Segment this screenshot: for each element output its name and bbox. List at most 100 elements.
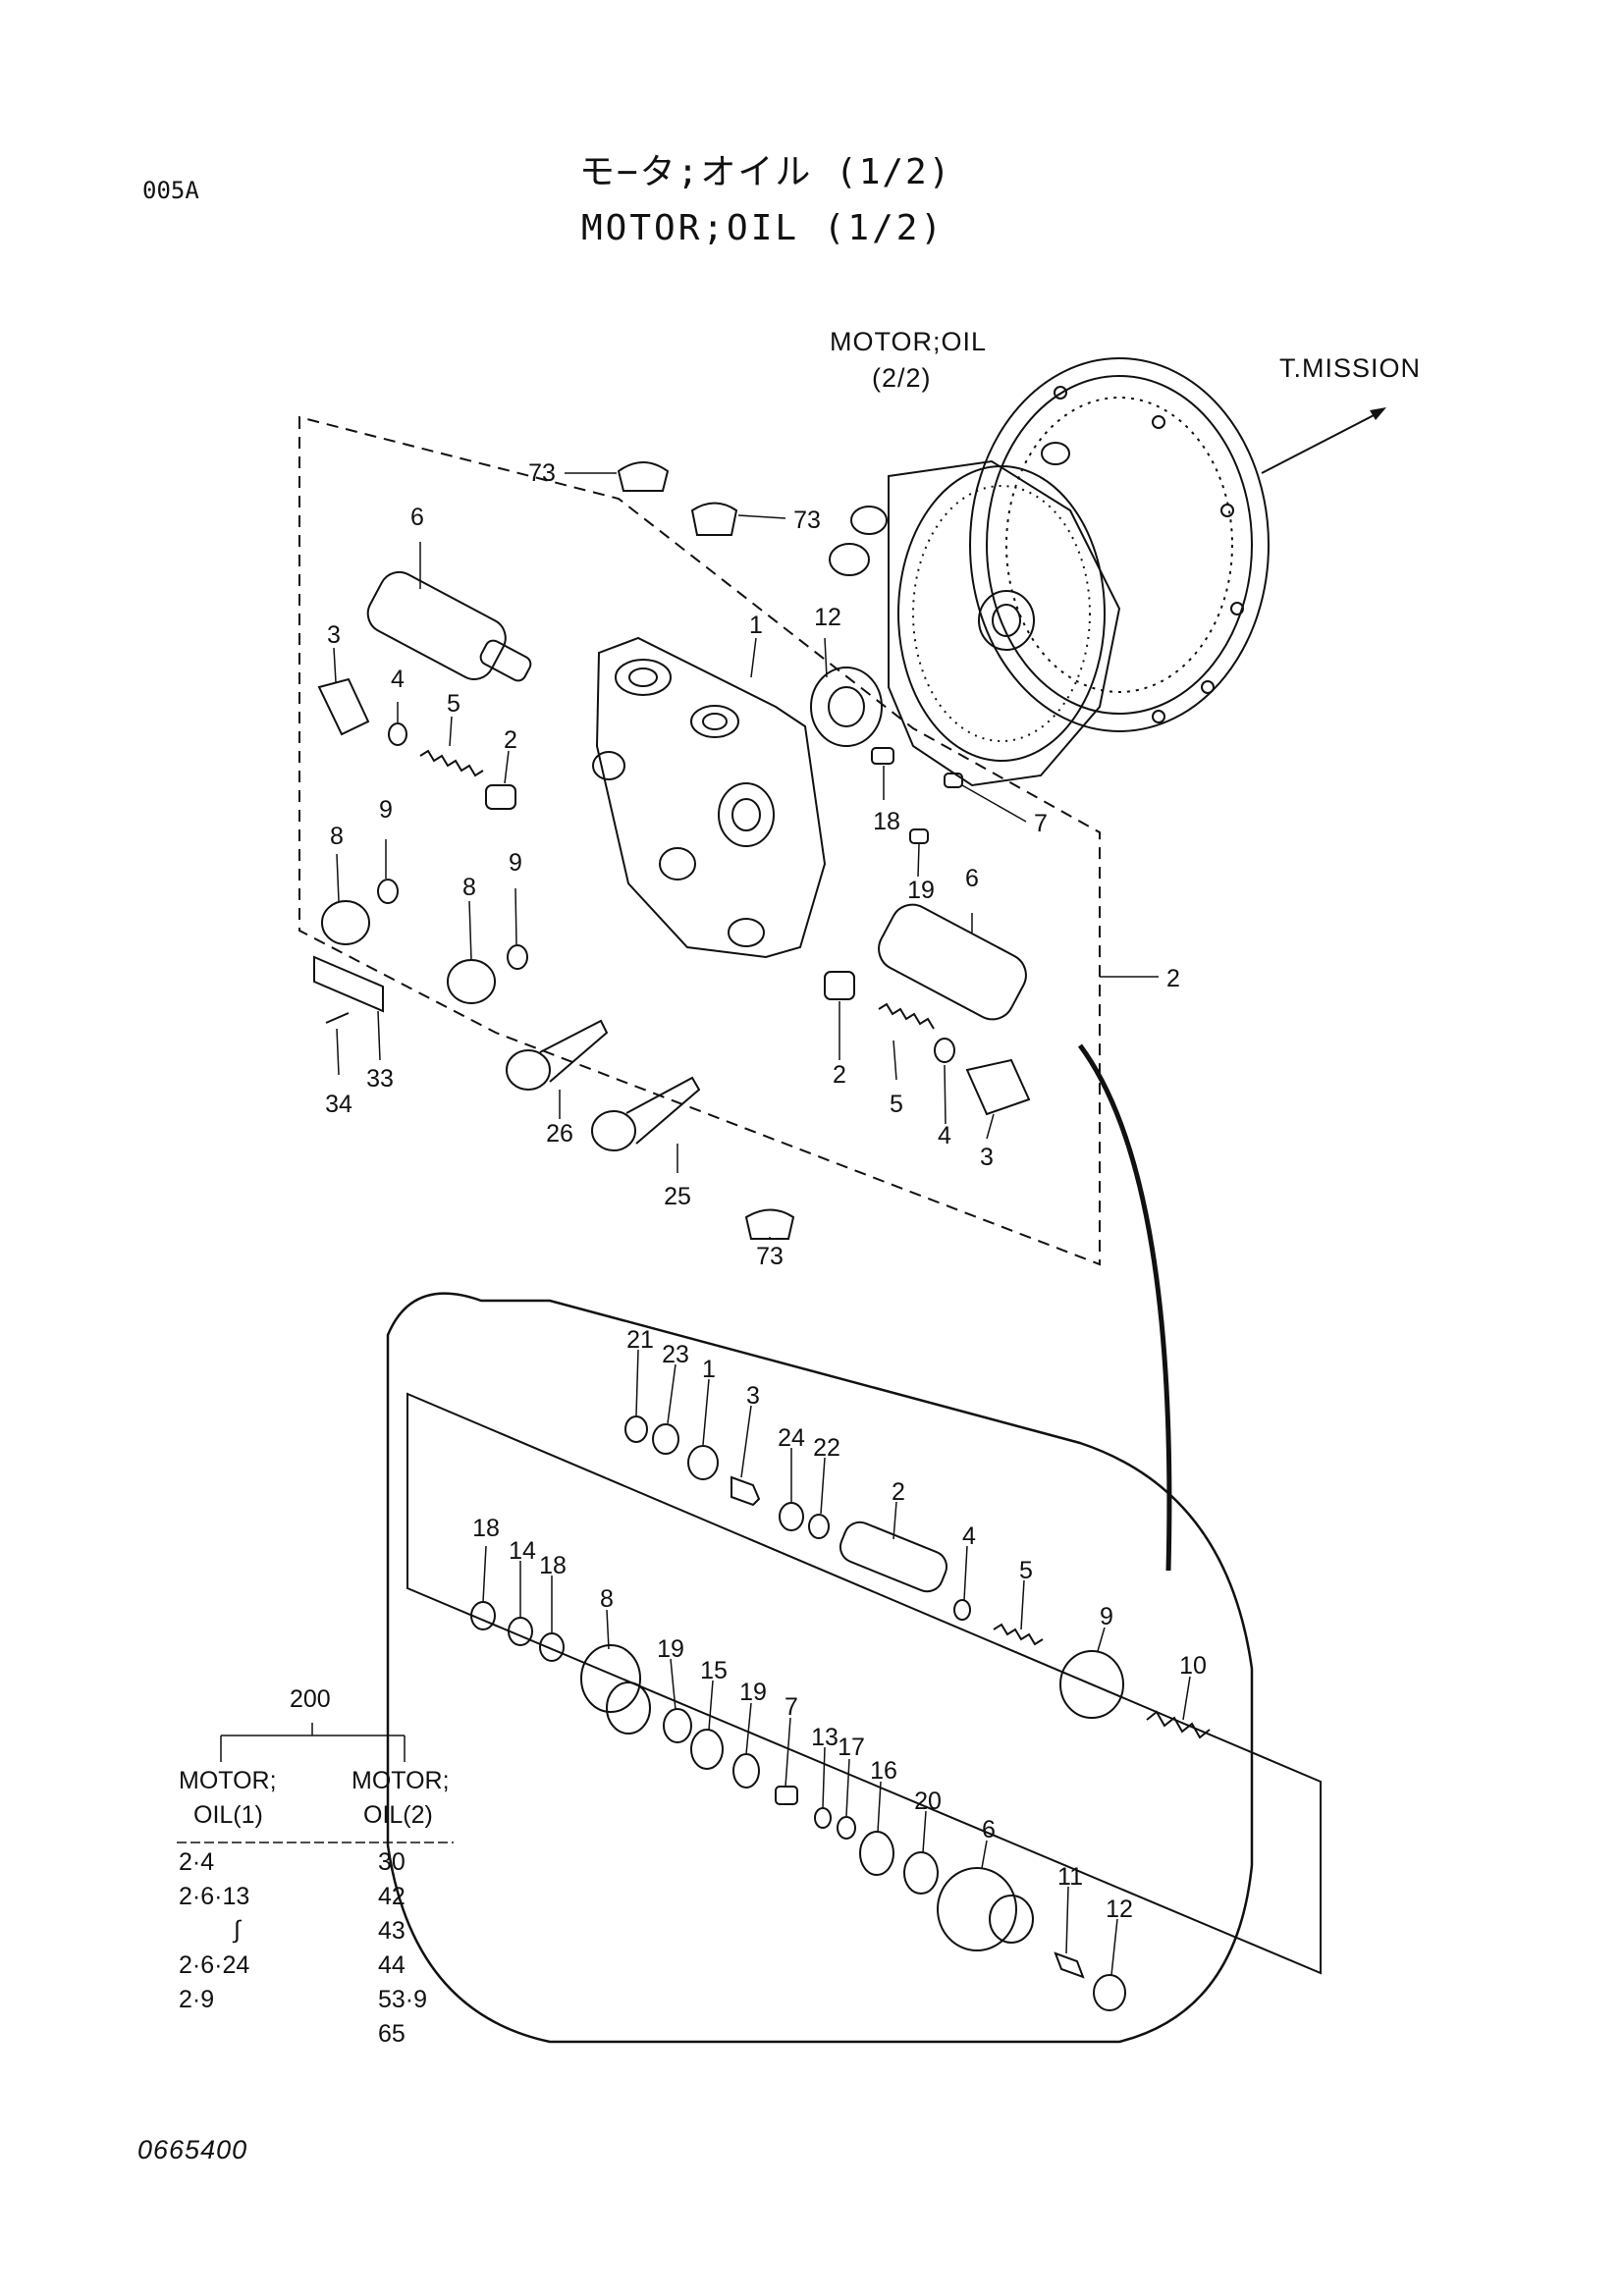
callout-5-a: 5 [447, 690, 460, 718]
valve-block-icon [592, 636, 827, 959]
detail-sleeve-8-icon [580, 1644, 651, 1735]
table-col1-header-1: MOTOR; [179, 1767, 277, 1794]
t-mission-arrowhead-icon [1370, 407, 1386, 420]
detail-ring-18-right-icon [539, 1632, 565, 1662]
table-row-6-col2: 65 [378, 2020, 406, 2048]
detail-callout-12: 12 [1106, 1896, 1133, 1923]
table-row-5-col1: 2·9 [179, 1986, 215, 2013]
detail-callout-18-a: 18 [472, 1515, 500, 1542]
detail-o-ring-13-icon [814, 1807, 832, 1829]
detail-callout-4: 4 [962, 1522, 976, 1550]
table-col2-header-2: OIL(2) [363, 1801, 433, 1829]
callout-26: 26 [546, 1120, 573, 1148]
callout-9-a: 9 [379, 796, 393, 824]
page-title-jp: モ−タ;オイル (1/2) [579, 152, 952, 192]
plug-8-left-icon [321, 900, 370, 945]
table-row-3-col2: 43 [378, 1917, 406, 1945]
detail-o-ring-15-icon [690, 1729, 724, 1770]
detail-callout-22: 22 [813, 1434, 840, 1462]
table-row-4-col1: 2·6·24 [179, 1951, 250, 1979]
detail-callout-2: 2 [892, 1478, 905, 1506]
valve-assembly-boundary [298, 415, 1101, 1266]
callout-5-b: 5 [890, 1091, 903, 1118]
callout-2-b: 2 [1166, 965, 1180, 992]
callout-1: 1 [749, 612, 763, 639]
table-row-1-col1: 2·4 [179, 1848, 215, 1876]
detail-callout-16: 16 [870, 1757, 897, 1785]
relief-valve-right-icon [878, 903, 1027, 1021]
detail-callout-6: 6 [982, 1816, 996, 1843]
poppet-2-right-icon [824, 971, 855, 1000]
detail-callout-5: 5 [1019, 1557, 1033, 1584]
detail-callout-8: 8 [600, 1585, 614, 1613]
page-title-en: MOTOR;OIL (1/2) [581, 208, 946, 248]
callout-73-c: 73 [756, 1243, 784, 1270]
plug-73-top-left-icon [617, 461, 670, 492]
detail-spring-10-icon [1146, 1710, 1211, 1739]
detail-callout-14: 14 [509, 1537, 536, 1565]
detail-ring-17-icon [837, 1816, 856, 1840]
detail-callout-7: 7 [784, 1693, 798, 1721]
detail-callout-3: 3 [746, 1382, 760, 1410]
plug-8-center-icon [447, 959, 496, 1004]
detail-screw-11-icon [1054, 1951, 1085, 1979]
motor-housing-icon [829, 357, 1270, 787]
callout-2-a: 2 [504, 726, 517, 754]
bearing-12-icon [810, 667, 883, 747]
detail-callout-10: 10 [1179, 1652, 1207, 1680]
motor-oil-ref-line1: MOTOR;OIL [830, 327, 988, 356]
table-row-3-col1: ∫ [234, 1916, 241, 1944]
detail-callout-9: 9 [1100, 1603, 1113, 1630]
poppet-2-left-icon [485, 784, 516, 810]
detail-ring-24-icon [779, 1502, 804, 1531]
o-ring-9-left-icon [377, 879, 399, 904]
detail-callout-15: 15 [700, 1657, 728, 1684]
callout-4-a: 4 [391, 666, 405, 693]
callout-6-a: 6 [410, 504, 424, 531]
table-row-1-col2: 30 [378, 1848, 406, 1876]
detail-sleeve-9-icon [1059, 1650, 1124, 1719]
detail-part-1-icon [687, 1445, 719, 1480]
detail-o-ring-21-icon [624, 1415, 648, 1443]
plate-33-icon [313, 955, 384, 1013]
detail-enlargement-outline [386, 1292, 1254, 2044]
callout-25: 25 [664, 1183, 691, 1210]
bolt-26-icon [506, 1019, 609, 1091]
callout-12: 12 [814, 604, 841, 631]
t-mission-arrow [1261, 411, 1380, 474]
detail-callout-1: 1 [702, 1356, 716, 1383]
page-code: 005A [142, 177, 199, 204]
callout-3-a: 3 [327, 621, 341, 649]
detail-callout-21: 21 [626, 1326, 654, 1354]
plug-73-bottom-icon [744, 1208, 795, 1240]
detail-callout-24: 24 [778, 1424, 805, 1452]
detail-callout-11: 11 [1057, 1863, 1083, 1891]
callout-6-b: 6 [965, 865, 979, 892]
plug-3-left-icon [317, 677, 370, 736]
spring-5-left-icon [419, 749, 484, 777]
detail-callout-19-b: 19 [739, 1679, 767, 1706]
callout-18: 18 [873, 808, 900, 835]
callout-19: 19 [907, 877, 935, 904]
detail-part-7-icon [775, 1786, 798, 1805]
detail-callout-13: 13 [811, 1724, 839, 1751]
detail-callout-17: 17 [838, 1734, 865, 1761]
table-row-2-col1: 2·6·13 [179, 1883, 250, 1910]
detail-callout-19-a: 19 [657, 1635, 684, 1663]
callout-7: 7 [1034, 810, 1048, 837]
drawing-number: 0665400 [137, 2135, 248, 2164]
plug-73-top-right-icon [690, 502, 738, 536]
detail-ring-23-icon [652, 1423, 679, 1455]
pin-18-icon [871, 747, 894, 765]
o-ring-4-right-icon [934, 1038, 955, 1063]
detail-spool-2-icon [839, 1521, 948, 1593]
o-ring-4-left-icon [388, 722, 407, 746]
table-col1-header-2: OIL(1) [193, 1801, 263, 1829]
plug-3-right-icon [965, 1058, 1031, 1116]
detail-leader-line [1077, 1043, 1172, 1572]
detail-nut-12-icon [1093, 1974, 1126, 2011]
detail-spring-5-icon [993, 1623, 1044, 1646]
table-row-4-col2: 44 [378, 1951, 406, 1979]
detail-ring-20-icon [903, 1851, 939, 1895]
detail-ball-4-icon [953, 1599, 971, 1621]
